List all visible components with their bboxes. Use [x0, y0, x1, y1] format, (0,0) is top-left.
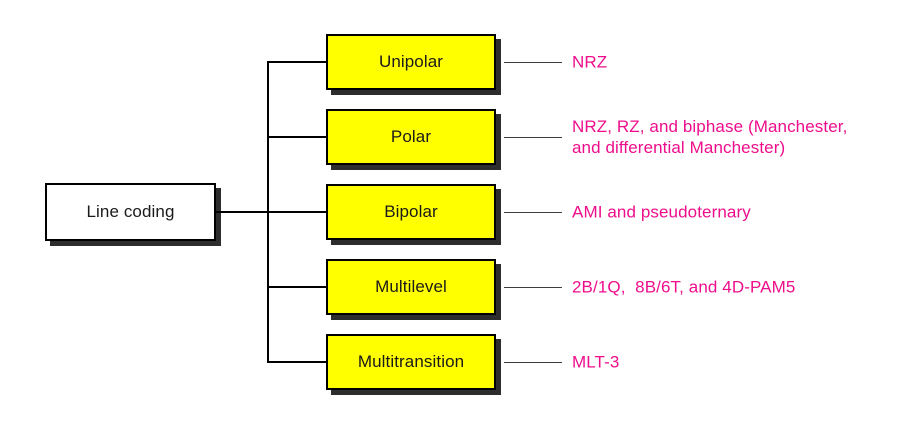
connector-branch-unipolar	[267, 61, 327, 63]
connector-scheme-multilevel	[504, 286, 562, 288]
category-box-multitransition: Multitransition	[326, 334, 496, 390]
scheme-label-polar: NRZ, RZ, and biphase (Manchester, and di…	[572, 117, 848, 157]
connector-scheme-multitransition	[504, 361, 562, 363]
root-node-label: Line coding	[86, 202, 175, 221]
category-label: Unipolar	[378, 52, 444, 71]
connector-scheme-polar	[504, 136, 562, 138]
scheme-label-multilevel: 2B/1Q, 8B/6T, and 4D-PAM5	[572, 277, 796, 297]
connector-branch-multitransition	[267, 361, 327, 363]
scheme-label-bipolar: AMI and pseudoternary	[572, 202, 751, 222]
scheme-label-unipolar: NRZ	[572, 52, 608, 72]
category-label: Multilevel	[375, 277, 447, 296]
connector-branch-bipolar	[267, 211, 327, 213]
scheme-label-multitransition: MLT-3	[572, 352, 620, 372]
connector-branch-multilevel	[267, 286, 327, 288]
root-node-line-coding: Line coding	[45, 183, 216, 241]
connector-scheme-bipolar	[504, 211, 562, 213]
category-box-polar: Polar	[326, 109, 496, 165]
category-label: Bipolar	[384, 202, 438, 221]
connector-branch-polar	[267, 136, 327, 138]
category-box-unipolar: Unipolar	[326, 34, 496, 90]
category-box-multilevel: Multilevel	[326, 259, 496, 315]
category-label: Polar	[390, 127, 432, 146]
category-box-bipolar: Bipolar	[326, 184, 496, 240]
connector-root-to-trunk	[214, 211, 269, 213]
category-label: Multitransition	[357, 352, 465, 371]
connector-scheme-unipolar	[504, 61, 562, 63]
